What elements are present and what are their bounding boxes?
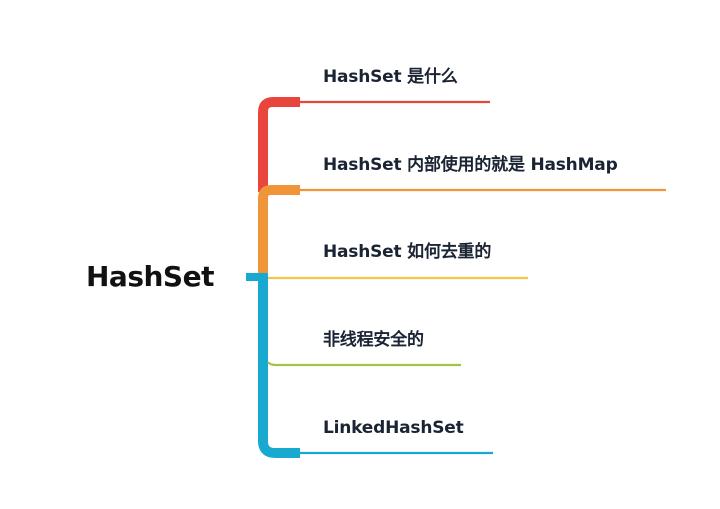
branch-node-not-thread-safe[interactable]: 非线程安全的: [323, 330, 424, 350]
root-connector-stub: [246, 273, 268, 281]
branch-node-uses-hashmap[interactable]: HashSet 内部使用的就是 HashMap: [323, 155, 618, 175]
root-node-label[interactable]: HashSet: [86, 260, 214, 293]
branch-line-4: [267, 361, 461, 367]
spine-segment-orange: [258, 185, 300, 278]
branch-node-what-is-hashset[interactable]: HashSet 是什么: [323, 67, 458, 87]
branch-node-dedup[interactable]: HashSet 如何去重的: [323, 242, 492, 262]
spine-segment-red: [258, 97, 300, 192]
branch-node-linkedhashset[interactable]: LinkedHashSet: [323, 418, 464, 438]
